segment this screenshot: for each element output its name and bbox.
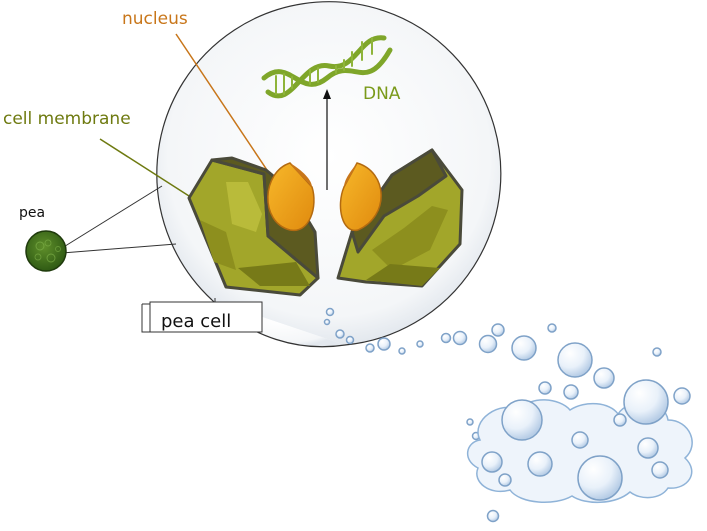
pea-illustration [25, 230, 67, 272]
pea-cell-label: pea cell [161, 311, 232, 332]
dna-helix-icon [261, 35, 393, 99]
left-nucleus-half [267, 162, 315, 231]
dna-label: DNA [363, 84, 401, 104]
bubbles-foam [323, 307, 691, 523]
right-cell-half [336, 148, 464, 288]
zoom-line-bottom [61, 243, 177, 254]
right-nucleus-half [339, 162, 382, 231]
membrane-leader-line [99, 138, 190, 197]
nucleus-leader-line [175, 33, 272, 177]
zoom-line-top [61, 185, 163, 249]
pea-cell-label-box [141, 298, 263, 333]
nucleus-label: nucleus [122, 9, 188, 29]
pea-label: pea [19, 205, 46, 221]
left-cell-half [187, 156, 320, 297]
arrow-to-dna [323, 89, 331, 190]
foam-cloud [467, 379, 693, 504]
cell-membrane-label: cell membrane [3, 109, 131, 129]
